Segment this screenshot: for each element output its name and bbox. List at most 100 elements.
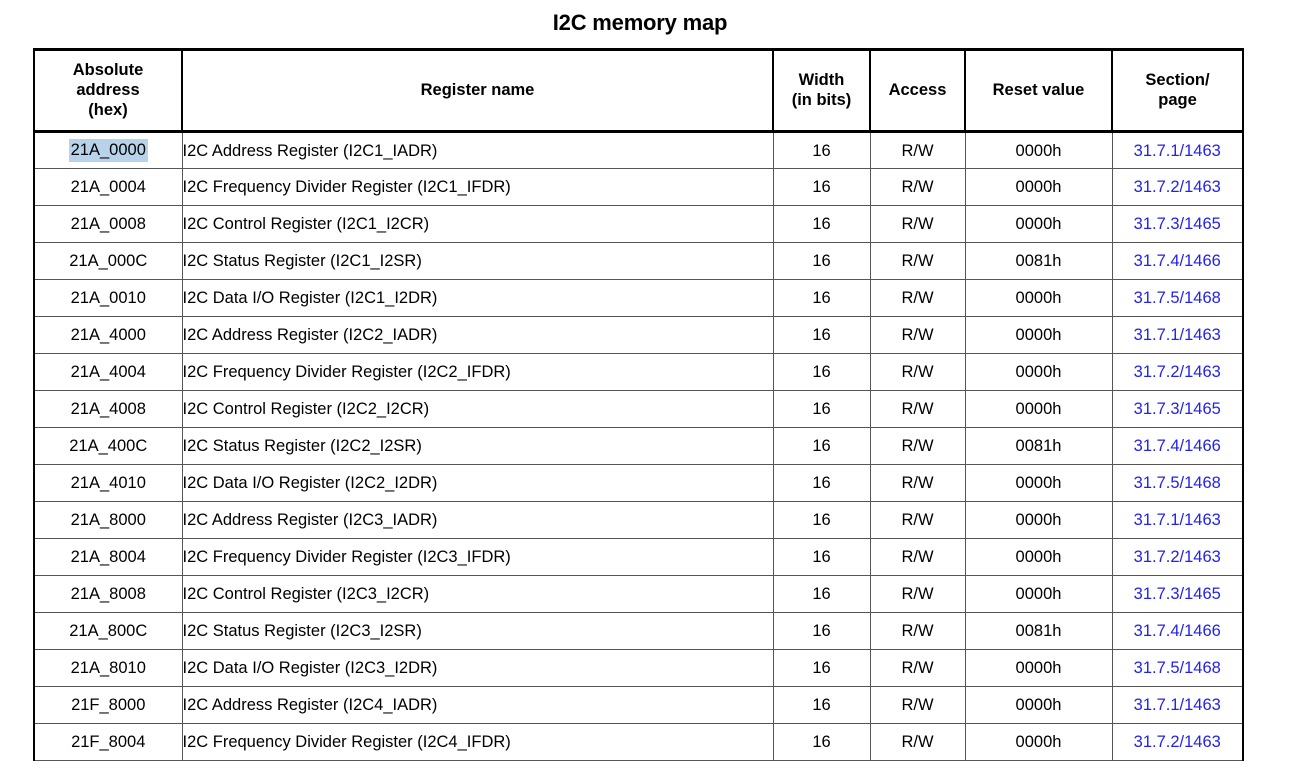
cell-absolute-address[interactable]: 21F_8004 — [33, 723, 183, 761]
cell-absolute-address[interactable]: 21A_4010 — [33, 464, 183, 502]
cell-width: 16 — [772, 390, 871, 428]
cell-absolute-address[interactable]: 21A_800C — [33, 612, 183, 650]
cell-absolute-address[interactable]: 21A_400C — [33, 427, 183, 465]
cell-absolute-address[interactable]: 21F_8000 — [33, 686, 183, 724]
cell-absolute-address[interactable]: 21A_8010 — [33, 649, 183, 687]
cell-absolute-address[interactable]: 21A_000C — [33, 242, 183, 280]
cell-width: 16 — [772, 279, 871, 317]
cell-width: 16 — [772, 242, 871, 280]
cell-section-page[interactable]: 31.7.4/1466 — [1111, 427, 1244, 465]
cell-absolute-address[interactable]: 21A_4000 — [33, 316, 183, 354]
section-page-link[interactable]: 31.7.1/1463 — [1133, 511, 1221, 529]
cell-section-page[interactable]: 31.7.4/1466 — [1111, 612, 1244, 650]
cell-section-page[interactable]: 31.7.3/1465 — [1111, 575, 1244, 613]
cell-section-page[interactable]: 31.7.2/1463 — [1111, 353, 1244, 391]
section-page-link[interactable]: 31.7.4/1466 — [1133, 252, 1221, 270]
cell-register-name: I2C Control Register (I2C2_I2CR) — [181, 390, 774, 428]
section-page-link[interactable]: 31.7.1/1463 — [1133, 696, 1221, 714]
cell-section-page[interactable]: 31.7.1/1463 — [1111, 686, 1244, 724]
section-page-link[interactable]: 31.7.5/1468 — [1133, 659, 1221, 677]
section-page-link[interactable]: 31.7.2/1463 — [1133, 178, 1221, 196]
cell-section-page[interactable]: 31.7.5/1468 — [1111, 649, 1244, 687]
cell-width: 16 — [772, 353, 871, 391]
cell-section-page[interactable]: 31.7.2/1463 — [1111, 168, 1244, 206]
cell-absolute-address[interactable]: 21A_8004 — [33, 538, 183, 576]
address-text: 21A_4000 — [70, 325, 146, 344]
cell-register-name: I2C Frequency Divider Register (I2C1_IFD… — [181, 168, 774, 206]
section-page-link[interactable]: 31.7.4/1466 — [1133, 437, 1221, 455]
address-text: 21A_800C — [69, 621, 148, 640]
section-page-link[interactable]: 31.7.5/1468 — [1133, 474, 1221, 492]
cell-access: R/W — [869, 205, 966, 243]
cell-absolute-address[interactable]: 21A_8008 — [33, 575, 183, 613]
cell-reset-value: 0000h — [964, 316, 1113, 354]
cell-absolute-address[interactable]: 21A_8000 — [33, 501, 183, 539]
cell-access: R/W — [869, 131, 966, 169]
address-text: 21A_8000 — [70, 510, 146, 529]
cell-section-page[interactable]: 31.7.1/1463 — [1111, 131, 1244, 169]
memory-map-table: Absolute address (hex) Register name Wid… — [33, 48, 1244, 761]
cell-section-page[interactable]: 31.7.5/1468 — [1111, 279, 1244, 317]
table-row[interactable]: 21A_4000 I2C Address Register (I2C2_IADR)… — [33, 316, 1244, 354]
cell-section-page[interactable]: 31.7.5/1468 — [1111, 464, 1244, 502]
section-page-link[interactable]: 31.7.1/1463 — [1133, 326, 1221, 344]
cell-reset-value: 0000h — [964, 205, 1113, 243]
section-page-link[interactable]: 31.7.2/1463 — [1133, 548, 1221, 566]
cell-register-name: I2C Status Register (I2C1_I2SR) — [181, 242, 774, 280]
cell-section-page[interactable]: 31.7.1/1463 — [1111, 316, 1244, 354]
cell-access: R/W — [869, 242, 966, 280]
address-text: 21A_4010 — [70, 473, 146, 492]
section-page-link[interactable]: 31.7.3/1465 — [1133, 400, 1221, 418]
section-page-link[interactable]: 31.7.4/1466 — [1133, 622, 1221, 640]
cell-section-page[interactable]: 31.7.1/1463 — [1111, 501, 1244, 539]
cell-width: 16 — [772, 612, 871, 650]
cell-access: R/W — [869, 649, 966, 687]
section-page-link[interactable]: 31.7.5/1468 — [1133, 289, 1221, 307]
cell-absolute-address[interactable]: 21A_0000 — [33, 131, 183, 169]
column-header-absolute-address: Absolute address (hex) — [33, 48, 183, 133]
cell-section-page[interactable]: 31.7.4/1466 — [1111, 242, 1244, 280]
section-page-link[interactable]: 31.7.3/1465 — [1133, 215, 1221, 233]
table-row[interactable]: 21A_4008 I2C Control Register (I2C2_I2CR)… — [33, 390, 1244, 428]
cell-access: R/W — [869, 612, 966, 650]
cell-reset-value: 0000h — [964, 538, 1113, 576]
cell-section-page[interactable]: 31.7.3/1465 — [1111, 205, 1244, 243]
cell-register-name: I2C Frequency Divider Register (I2C2_IFD… — [181, 353, 774, 391]
cell-absolute-address[interactable]: 21A_0004 — [33, 168, 183, 206]
cell-section-page[interactable]: 31.7.3/1465 — [1111, 390, 1244, 428]
cell-absolute-address[interactable]: 21A_0010 — [33, 279, 183, 317]
cell-section-page[interactable]: 31.7.2/1463 — [1111, 538, 1244, 576]
cell-register-name: I2C Status Register (I2C2_I2SR) — [181, 427, 774, 465]
cell-absolute-address[interactable]: 21A_4004 — [33, 353, 183, 391]
section-page-link[interactable]: 31.7.1/1463 — [1133, 141, 1221, 160]
cell-section-page[interactable]: 31.7.2/1463 — [1111, 723, 1244, 761]
section-page-link[interactable]: 31.7.2/1463 — [1133, 363, 1221, 381]
cell-reset-value: 0000h — [964, 575, 1113, 613]
cell-absolute-address[interactable]: 21A_4008 — [33, 390, 183, 428]
cell-width: 16 — [772, 464, 871, 502]
cell-access: R/W — [869, 279, 966, 317]
column-header-register-name: Register name — [181, 48, 774, 133]
address-text: 21A_8010 — [70, 658, 146, 677]
address-text: 21A_4008 — [70, 399, 146, 418]
section-page-link[interactable]: 31.7.3/1465 — [1133, 585, 1221, 603]
cell-register-name: I2C Address Register (I2C2_IADR) — [181, 316, 774, 354]
cell-width: 16 — [772, 205, 871, 243]
cell-absolute-address[interactable]: 21A_0008 — [33, 205, 183, 243]
section-page-link[interactable]: 31.7.2/1463 — [1133, 733, 1221, 751]
